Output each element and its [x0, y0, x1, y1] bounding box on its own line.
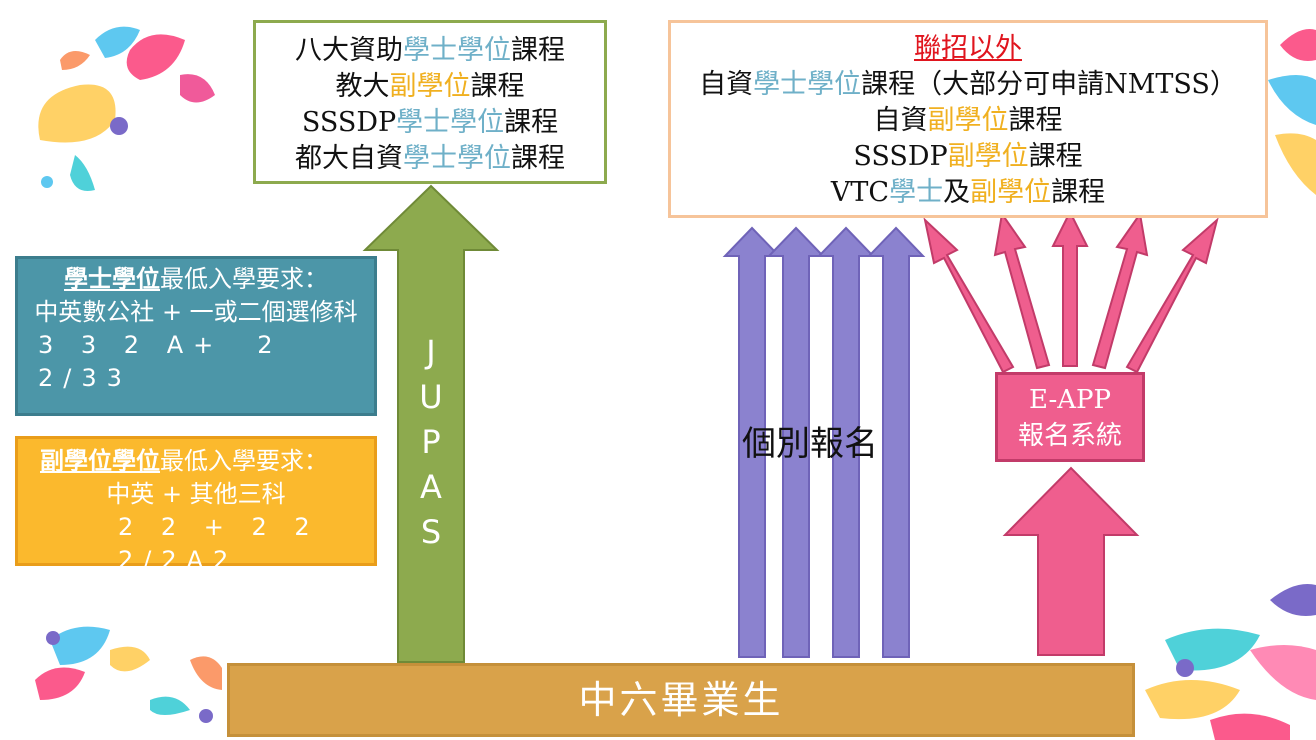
jupas-programmes-box: 八大資助學士學位課程 教大副學位課程 SSSDP學士學位課程 都大自資學士學位課…	[253, 20, 607, 184]
purple-arrow-3	[816, 226, 876, 658]
subdegree-note-title: 副學位學位最低入學要求：	[40, 447, 328, 475]
subdegree-note-subjects: 中英 + 其他三科	[106, 480, 286, 508]
non-jupas-line-4: VTC學士及副學位課程	[830, 177, 1106, 208]
non-jupas-programmes-box: 聯招以外 自資學士學位課程（大部分可申請NMTSS） 自資副學位課程 SSSDP…	[668, 20, 1268, 218]
individual-application-label: 個別報名	[742, 424, 878, 464]
fan-arrow-3	[1051, 209, 1089, 367]
decorative-splash-top-right	[1268, 29, 1316, 195]
jupas-line-3: SSSDP學士學位課程	[301, 107, 559, 138]
fan-arrow-5	[1125, 217, 1219, 374]
decorative-splash-top-left	[38, 26, 215, 191]
non-jupas-line-3: SSSDP副學位課程	[853, 141, 1083, 172]
degree-note-grades: 3 3 2 A+ 2 2/33	[38, 331, 283, 392]
degree-note-subjects: 中英數公社 + 一或二個選修科	[34, 298, 358, 326]
eapp-title: E-APP	[1028, 385, 1111, 415]
jupas-letter: J	[426, 333, 436, 371]
individual-application-arrows	[722, 226, 926, 658]
decorative-splash-bottom-left	[35, 626, 222, 723]
fan-arrow-2	[993, 211, 1051, 370]
subdegree-requirement-note: 副學位學位最低入學要求： 中英 + 其他三科 2 2 + 2 2 2/2A2	[15, 436, 377, 574]
eapp-fan-arrows	[923, 209, 1219, 374]
non-jupas-heading: 聯招以外	[914, 33, 1022, 64]
jupas-letter: S	[420, 513, 442, 551]
jupas-letter: P	[421, 423, 441, 461]
subdegree-note-grades: 2 2 + 2 2 2/2A2	[118, 513, 320, 574]
eapp-subtitle: 報名系統	[1017, 421, 1122, 451]
eapp-up-arrow	[1002, 466, 1140, 656]
jupas-arrow	[362, 184, 500, 663]
degree-requirement-note: 學士學位最低入學要求： 中英數公社 + 一或二個選修科 3 3 2 A+ 2 2…	[15, 256, 377, 416]
non-jupas-line-1: 自資學士學位課程（大部分可申請NMTSS）	[699, 69, 1237, 100]
purple-arrow-1	[722, 226, 782, 658]
purple-arrow-4	[866, 226, 926, 658]
s6-graduates-bar: 中六畢業生	[227, 663, 1135, 737]
non-jupas-line-2: 自資副學位課程	[873, 105, 1063, 136]
jupas-label: J U P A S	[405, 330, 457, 555]
jupas-letter: U	[419, 378, 443, 416]
jupas-letter: A	[420, 468, 442, 506]
jupas-line-4: 都大自資學士學位課程	[295, 143, 565, 174]
eapp-system-box: E-APP 報名系統	[995, 372, 1145, 462]
degree-note-title: 學士學位最低入學要求：	[64, 265, 328, 293]
jupas-line-1: 八大資助學士學位課程	[295, 35, 565, 66]
jupas-line-2: 教大副學位課程	[335, 71, 525, 102]
fan-arrow-1	[923, 217, 1015, 374]
purple-arrow-2	[766, 226, 826, 658]
decorative-splash-bottom-right	[1145, 584, 1316, 740]
fan-arrow-4	[1091, 211, 1149, 370]
